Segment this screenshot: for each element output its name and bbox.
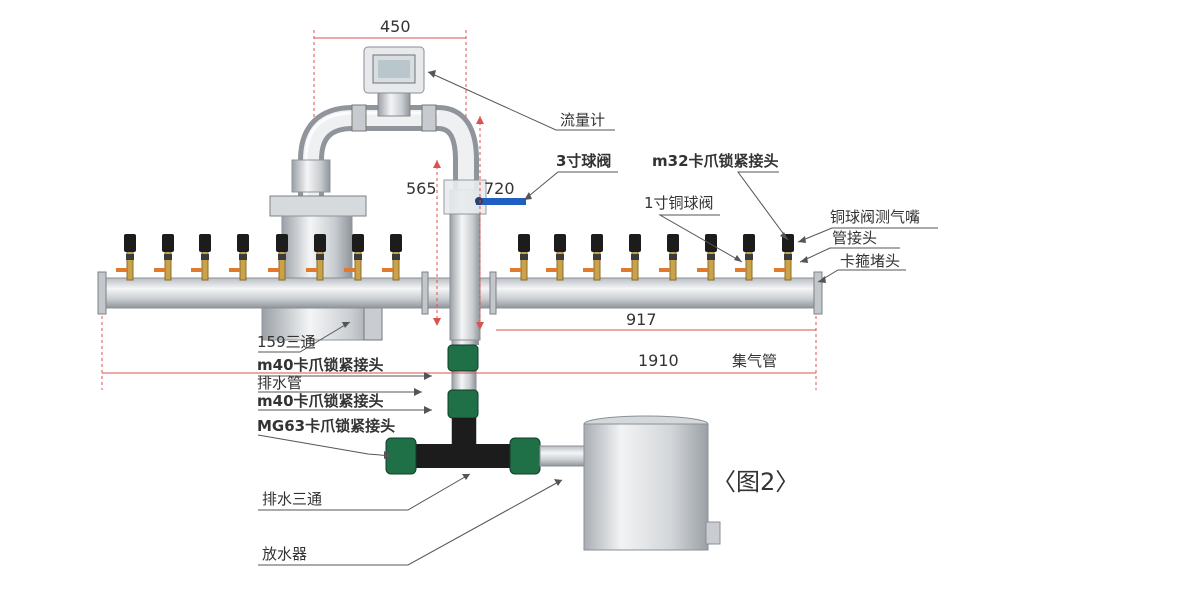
label-water-release: 放水器 [262,545,307,563]
drain-tee [385,437,591,475]
leader-arrows [342,70,826,486]
label-flowmeter: 流量计 [560,111,605,129]
branch-outlet [583,234,603,281]
dimension-lines [101,30,817,390]
branch-outlet [268,234,288,281]
branch-outlet [510,234,530,281]
m40-fittings [447,344,479,446]
label-ball-valve-3: 3寸球阀 [556,152,611,170]
dim-left-height: 565 [406,179,437,198]
label-clamp-plug: 卡箍堵头 [840,252,900,270]
branch-outlet [306,234,326,281]
dim-right-span: 917 [626,310,657,329]
label-copper-ball-valve-1: 1寸铜球阀 [644,194,714,212]
branch-outlet [116,234,136,281]
label-clamp-m40-b: m40卡爪锁紧接头 [257,392,384,410]
label-pipe-joint: 管接头 [832,229,877,247]
branch-outlet [735,234,755,281]
water-release-tank [583,415,721,551]
branch-outlet [229,234,249,281]
dim-total-span: 1910 [638,351,679,370]
dimension-arrows [433,116,484,330]
figure-label: 〈图2〉 [712,468,799,496]
branch-outlet [621,234,641,281]
branch-outlet [344,234,364,281]
branch-outlet [154,234,174,281]
branch-outlet [659,234,679,281]
label-drain-tee: 排水三通 [262,490,322,508]
branch-outlet [697,234,717,281]
dim-width-top: 450 [380,17,411,36]
label-copper-valve-gas-nozzle: 铜球阀测气嘴 [830,208,920,226]
label-gas-header: 集气管 [732,352,777,370]
label-clamp-mg63: MG63卡爪锁紧接头 [257,417,395,435]
label-tee-159: 159三通 [257,333,316,351]
label-clamp-m40-a: m40卡爪锁紧接头 [257,356,384,374]
branch-outlet [382,234,402,281]
branch-outlet [546,234,566,281]
ball-valve-3-handle [475,197,526,205]
label-clamp-m32: m32卡爪锁紧接头 [652,152,779,170]
branch-outlet [191,234,211,281]
branch-outlet [774,234,794,281]
label-drain-pipe: 排水管 [257,374,302,392]
flowmeter [351,46,437,132]
dim-right-height: 720 [484,179,515,198]
branch-outlets [116,234,794,281]
